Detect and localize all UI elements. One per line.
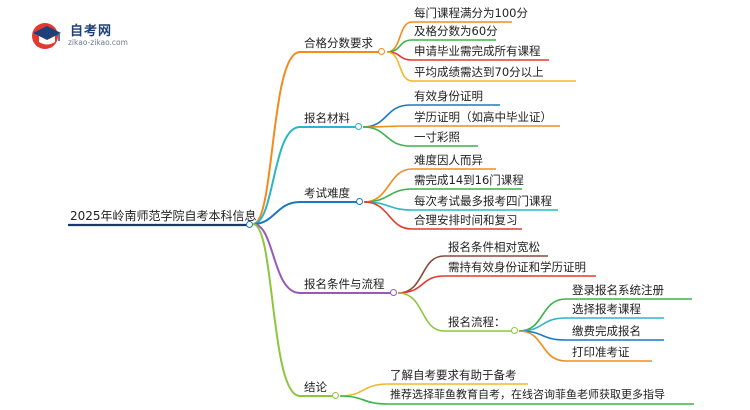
link-root-b1 [252, 51, 301, 225]
leaf-label: 选择报考课程 [572, 302, 641, 316]
b2-node [355, 123, 362, 130]
link-b4s-c1 [518, 317, 664, 332]
leaf-label: 一寸彩照 [414, 130, 460, 144]
branch-label-scores: 合格分数要求 [304, 36, 373, 50]
leaf-label: 需持有效身份证和学历证明 [448, 260, 586, 274]
link-root-b2 [252, 126, 301, 225]
link-b2-c1 [362, 125, 560, 128]
leaf-label: 登录报名系统注册 [572, 283, 664, 297]
leaf-label: 打印准考证 [572, 345, 630, 359]
site-logo: 自考网 zikao-zikao.com [30, 18, 140, 54]
link-b4-c0 [397, 255, 548, 294]
leaf-label: 推荐选择菲鱼教育自考，在线咨询菲鱼老师获取更多指导 [390, 388, 665, 401]
b3-node [356, 198, 363, 205]
link-b4s-c0 [518, 298, 692, 332]
branch-label-difficulty: 考试难度 [304, 186, 350, 200]
root-label: 2025年岭南师范学院自考本科信息 [70, 209, 257, 223]
leaf-label: 合理安排时间和复习 [414, 213, 518, 227]
link-b5-c1 [339, 395, 694, 405]
sub-branch-label: 报名流程： [448, 315, 506, 329]
link-b4s-c3 [518, 330, 652, 362]
branch-label-conclusion: 结论 [304, 380, 327, 394]
branch-label-materials: 报名材料 [304, 111, 350, 125]
b4-sub-node [511, 327, 518, 334]
link-b1-c3 [386, 51, 576, 82]
link-b3-c0 [363, 168, 496, 203]
leaf-label: 平均成绩需达到70分以上 [414, 65, 544, 79]
leaf-label: 有效身份证明 [414, 89, 483, 103]
link-root-b3 [252, 201, 301, 225]
link-root-b5 [252, 223, 301, 397]
link-root-b4 [252, 223, 301, 294]
leaf-label: 每门课程满分为100分 [414, 6, 528, 20]
leaf-label: 学历证明（如高中毕业证） [414, 110, 552, 124]
branch-label-process: 报名条件与流程 [304, 277, 385, 291]
leaf-label: 每次考试最多报考四门课程 [414, 194, 552, 208]
leaf-label: 了解自考要求有助于备考 [390, 368, 517, 382]
logo-subtitle: zikao-zikao.com [68, 38, 128, 47]
link-b3-c3 [363, 201, 522, 230]
link-b4-sub [397, 292, 512, 332]
leaf-label: 报名条件相对宽松 [448, 240, 540, 254]
leaf-label: 难度因人而异 [414, 153, 483, 167]
leaf-label: 需完成14到16门课程 [414, 173, 524, 187]
b1-node [378, 48, 385, 55]
link-b2-c2 [362, 126, 478, 147]
b4-node [390, 289, 397, 296]
root-node [246, 221, 253, 228]
leaf-label: 缴费完成报名 [572, 324, 641, 338]
link-b4-c1 [397, 275, 596, 294]
leaf-label: 申请毕业需完成所有课程 [414, 44, 541, 58]
graduation-cap-icon [32, 23, 61, 49]
b5-node [332, 392, 339, 399]
leaf-label: 及格分数为60分 [414, 24, 498, 38]
logo-title: 自考网 [70, 24, 113, 39]
